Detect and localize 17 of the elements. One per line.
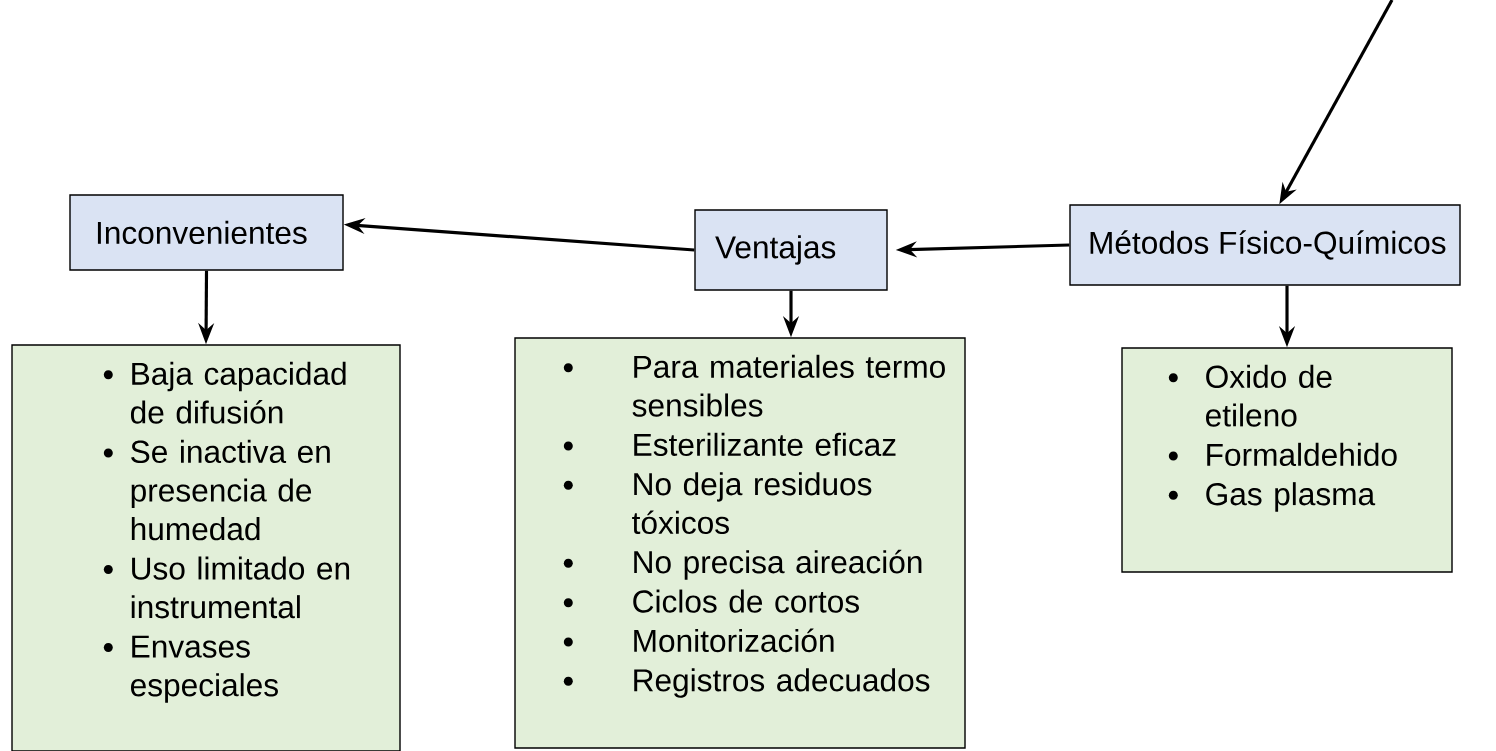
- list-item: Envases especiales: [131, 635, 278, 703]
- list-item: Monitorización: [634, 628, 834, 653]
- list-item: Oxido de etileno: [1206, 364, 1332, 427]
- list-item: Formaldehido: [1207, 442, 1397, 467]
- list-item: Registros adecuados: [634, 668, 930, 698]
- heading-box: Ventajas: [694, 209, 888, 291]
- list-item: Baja capacidad de difusión: [131, 361, 346, 424]
- list-item: Gas plasma: [1206, 482, 1376, 512]
- list-item: No precisa aireación: [634, 549, 922, 580]
- list-item: Uso limitado en instrumental: [131, 556, 350, 619]
- heading-box: Inconvenientes: [69, 194, 344, 271]
- list-item: No deja residuos tóxicos: [632, 472, 872, 535]
- heading-box: Métodos Físico-Químicos: [1069, 204, 1461, 286]
- list-item: Ciclos de cortos: [633, 589, 859, 613]
- list-item: Se inactiva en presencia de humedad: [131, 439, 330, 541]
- list-item: Esterilizante eficaz: [634, 432, 896, 457]
- list-item: Para materiales termo sensibles: [632, 354, 945, 417]
